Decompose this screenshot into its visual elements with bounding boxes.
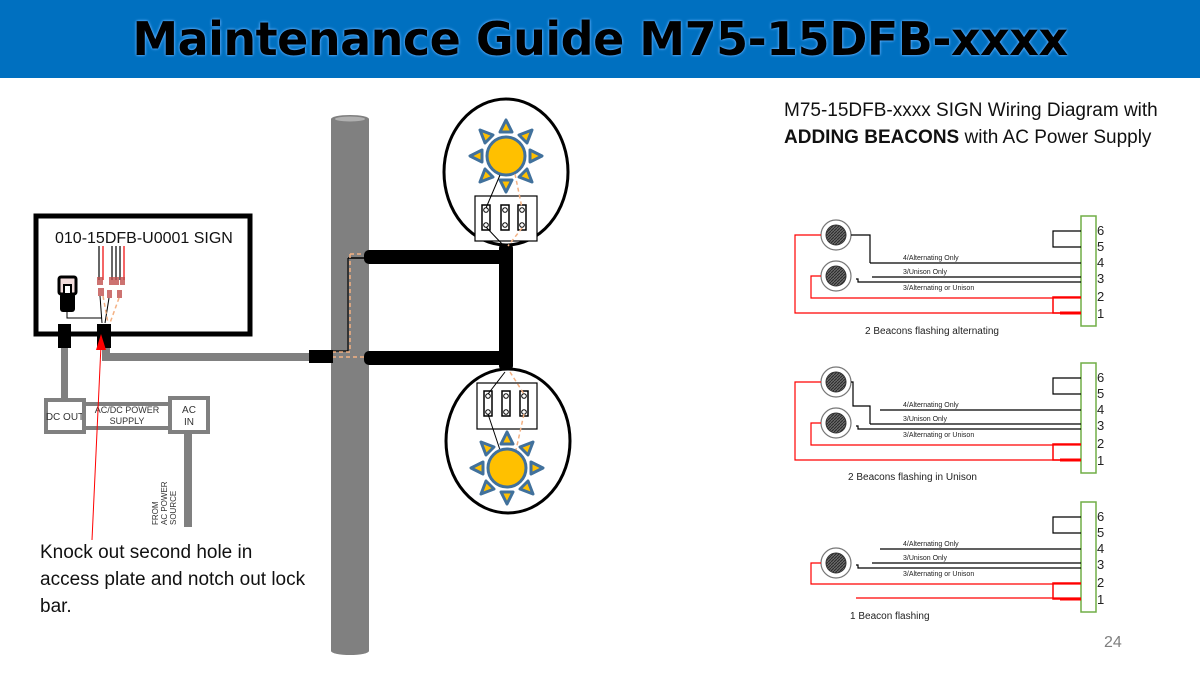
page-title: Maintenance Guide M75-15DFB-xxxx: [132, 12, 1068, 66]
svg-text:DC OUT: DC OUT: [46, 412, 84, 423]
beacon-icon: [820, 260, 852, 292]
svg-text:SUPPLY: SUPPLY: [110, 416, 145, 426]
beacon-1-signal-wire: [851, 381, 871, 424]
terminal-label-4: 4: [1097, 255, 1104, 270]
beacon-1-power-wire: [794, 234, 1081, 314]
sign-label: 010-15DFB-U0001 SIGN: [55, 230, 233, 247]
jumper-6-5: [1052, 516, 1081, 534]
power-plug-icon: [57, 275, 102, 319]
wiring-diagram-title: M75-15DFB-xxxx SIGN Wiring Diagram with …: [784, 100, 1158, 148]
beacon-power-wire: [810, 562, 1081, 585]
wire-label-alt-or-unison: 3/Alternating or Unison: [903, 285, 974, 292]
jumper-2-1: [1052, 296, 1081, 314]
ac-source-label: FROM AC POWER SOURCE: [151, 481, 178, 525]
ac-source-conduit: [184, 432, 192, 527]
power-supply: DC OUT AC/DC POWER SUPPLY AC IN: [44, 396, 210, 434]
lower-beacon: [444, 367, 572, 515]
beacon-2-power-wire: [810, 422, 1081, 446]
terminal-block: [1080, 362, 1097, 474]
wire-label-unison-only: 3/Unison Only: [903, 555, 947, 562]
upper-beacon: [442, 97, 570, 247]
dc-out-box: [44, 398, 86, 434]
terminal-label-2: 2: [1097, 436, 1104, 451]
svg-text:AC POWER: AC POWER: [160, 481, 169, 525]
jumper-6-5: [1052, 377, 1081, 395]
sign-to-pole-conduit: [110, 353, 310, 361]
terminal-label-6: 6: [1097, 370, 1104, 385]
wire-label-alt-or-unison: 3/Alternating or Unison: [903, 571, 974, 578]
dc-connector: [58, 324, 71, 348]
terminal-label-1: 1: [1097, 306, 1104, 321]
svg-text:AC: AC: [182, 405, 196, 416]
page-number: 24: [1104, 634, 1122, 651]
wire-3-alt-or-unison: [856, 425, 1081, 430]
beacon-1-power-wire: [794, 381, 1081, 461]
terminal-label-2: 2: [1097, 575, 1104, 590]
svg-text:SOURCE: SOURCE: [169, 491, 178, 525]
terminal-block: [1080, 501, 1097, 613]
knockout-instruction: Knock out second hole in access plate an…: [40, 542, 306, 617]
svg-text:IN: IN: [184, 417, 194, 428]
wire-label-unison-only: 3/Unison Only: [903, 416, 947, 423]
dc-conduit: [61, 348, 68, 400]
beacon-mount-arms: [364, 244, 513, 370]
diagram-caption: 2 Beacons flashing in Unison: [848, 472, 977, 483]
terminal-label-6: 6: [1097, 509, 1104, 524]
jumper-2-1: [1052, 443, 1081, 461]
beacon-1-signal-wire: [851, 234, 871, 263]
beacon-icon: [820, 366, 852, 398]
beacon-icon: [820, 407, 852, 439]
sign-internal-wires: [97, 246, 125, 324]
jumper-2-1: [1052, 582, 1081, 600]
terminal-label-1: 1: [1097, 453, 1104, 468]
terminal-label-3: 3: [1097, 271, 1104, 286]
terminal-block: [1080, 215, 1097, 327]
svg-text:FROM: FROM: [151, 501, 160, 525]
pole-entry-fitting: [309, 350, 333, 363]
diagram-caption: 1 Beacon flashing: [850, 611, 930, 622]
terminal-label-4: 4: [1097, 541, 1104, 556]
knockout-arrow: [91, 334, 106, 541]
terminal-label-3: 3: [1097, 418, 1104, 433]
beacon-icon: [820, 547, 852, 579]
terminal-label-5: 5: [1097, 525, 1104, 540]
svg-text:AC/DC POWER: AC/DC POWER: [95, 405, 160, 415]
beacon-icon: [820, 219, 852, 251]
beacon-light-icon: [469, 430, 545, 506]
wire-3-alt-or-unison: [856, 564, 1081, 569]
terminal-label-1: 1: [1097, 592, 1104, 607]
beacon-light-icon: [468, 118, 544, 194]
terminal-label-6: 6: [1097, 223, 1104, 238]
wire-label-alternating-only: 4/Alternating Only: [903, 255, 959, 262]
terminal-label-3: 3: [1097, 557, 1104, 572]
terminal-label-4: 4: [1097, 402, 1104, 417]
terminal-label-5: 5: [1097, 386, 1104, 401]
terminal-label-5: 5: [1097, 239, 1104, 254]
wire-label-alternating-only: 4/Alternating Only: [903, 541, 959, 548]
jumper-6-5: [1052, 230, 1081, 248]
wire-3-alt-or-unison: [856, 278, 1081, 283]
beacon-2-power-wire: [810, 275, 1081, 299]
ac-in-box: [168, 396, 210, 434]
sign-enclosure: 010-15DFB-U0001 SIGN: [33, 213, 253, 337]
pole: [331, 115, 369, 655]
terminal-label-2: 2: [1097, 289, 1104, 304]
diagram-caption: 2 Beacons flashing alternating: [865, 326, 999, 337]
header-bar: Maintenance Guide M75-15DFB-xxxx: [0, 0, 1200, 78]
wire-label-alternating-only: 4/Alternating Only: [903, 402, 959, 409]
wire-label-alt-or-unison: 3/Alternating or Unison: [903, 432, 974, 439]
wire-label-unison-only: 3/Unison Only: [903, 269, 947, 276]
